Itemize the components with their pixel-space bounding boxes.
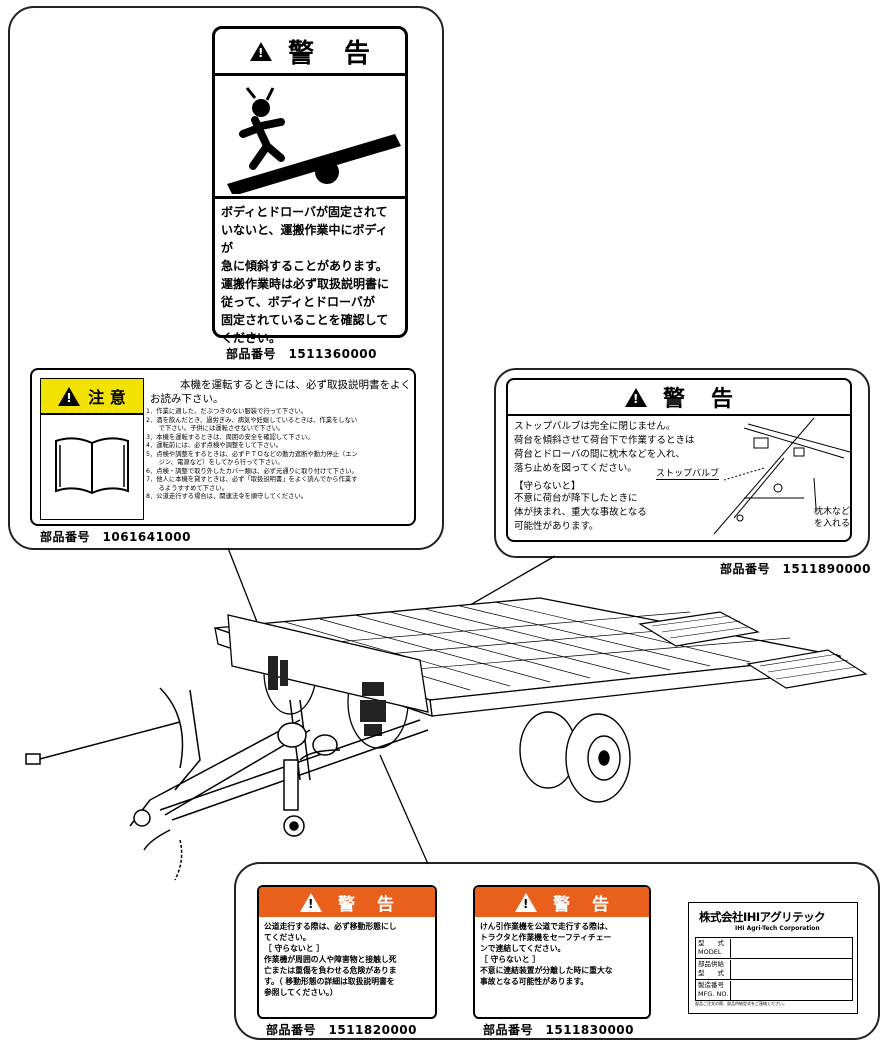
warning-header-left: 警: [662, 387, 685, 412]
safety-chain-body-text: けん引作業機を公道で走行する際は、 トラクタと作業機をセーフティチェー ンで連結…: [480, 922, 613, 986]
warning-header: 警 告: [259, 887, 435, 917]
caution-items-list: 1．作業に適した、だぶつきのない服装で行って下さい。 2．酒を飲んだとき、過労ぎ…: [146, 408, 414, 502]
caution-item: 5．点検や調整をするときは、必ずＰＴＯなどの動力遮断や動力停止（エン ジン、電源…: [146, 450, 358, 467]
caution-consequence-text: 不意に荷台が降下したときに 体が挟まれ、重大な事故となる 可能性があります。: [514, 493, 647, 532]
caution-header-text: 注 意: [88, 388, 126, 407]
nameplate-row-serial: 製造番号 MFG. NO.: [696, 980, 852, 1000]
caution-header: 注 意: [40, 378, 144, 414]
warning-header-left: 警: [338, 894, 355, 915]
warning-header: 警 告: [475, 887, 649, 917]
caution-label-read-manual: 注 意 本機を運転するときには、必ず取扱説明書をよく お読み下さい。 1．作業に…: [30, 368, 416, 526]
road-travel-body-text: 公道走行する際は、必ず移動形態にし てください。 ［ 守らないと ］ 作業機が周…: [264, 922, 397, 997]
caution-item: 6．点検・調整で取り外したカバー類は、必ず元通りに取り付けて下さい。: [146, 467, 358, 475]
caution-subtitle: 【守らないと】: [514, 481, 581, 492]
stop-valve-callout-label: ストップバルブ: [656, 466, 720, 480]
nameplate-row-label: 型 式 MODEL: [698, 939, 731, 958]
warning-label-body-tilt: 警 告 ボディとドローバが固定されて いないと、運搬作業中にボディが 急に傾斜す…: [212, 26, 408, 345]
stop-valve-diagram: [713, 418, 850, 535]
seesaw-fall-pictogram: [215, 76, 405, 199]
warning-label-stop-valve: 警 告 ストップバルブは完全に閉じません。 荷台を傾斜させて荷台下で作業するとき…: [506, 378, 852, 542]
warning-triangle-icon: [515, 892, 537, 912]
block-callout-label: 枕木など を入れる: [814, 507, 851, 529]
nameplate-footnote: 部品ご注文の際、部品供給型式をご連絡ください。: [695, 1001, 787, 1006]
part-number-1: 部品番号 1511360000: [226, 347, 377, 361]
caution-triangle-icon: [58, 386, 81, 406]
warning-label-road-travel: 警 告 公道走行する際は、必ず移動形態にし てください。 ［ 守らないと ］ 作…: [257, 885, 437, 1019]
warning-header-right: 告: [711, 387, 734, 412]
warning-header-left: 警: [553, 894, 570, 915]
stop-valve-body-text: ストップバルブは完全に閉じません。 荷台を傾斜させて荷台下で作業するときは 荷台…: [514, 421, 695, 474]
warning-triangle-icon: [624, 387, 647, 407]
part-number-4: 部品番号 1511820000: [266, 1023, 417, 1037]
manual-book-pictogram: [40, 414, 144, 520]
caution-intro-text: 本機を運転するときには、必ず取扱説明書をよく お読み下さい。: [150, 379, 411, 405]
part-number-5: 部品番号 1511830000: [483, 1023, 634, 1037]
warning-header-left: 警: [287, 38, 314, 69]
nameplate-row-parts: 部品供給 型 式: [696, 959, 852, 980]
warning-header: 警 告: [215, 29, 405, 76]
company-name: 株式会社IHIアグリテック: [699, 910, 826, 924]
part-number-3: 部品番号 1511890000: [720, 562, 871, 576]
warning-header-right: 告: [344, 38, 371, 69]
warning-triangle-icon: [249, 41, 272, 61]
part-number-2: 部品番号 1061641000: [40, 530, 191, 544]
warning-header-right: 告: [592, 894, 609, 915]
caution-item: 2．酒を飲んだとき、過労ぎみ、病気や妊娠しているときは、作業をしない で下さい。…: [146, 416, 358, 433]
nameplate-grid: 型 式 MODEL 部品供給 型 式 製造番号 MFG. NO.: [695, 937, 853, 1001]
caution-item: 4．運転前には、必ず点検や調整をして下さい。: [146, 442, 283, 449]
manufacturer-nameplate: 株式会社IHIアグリテック IHI Agri-Tech Corporation …: [688, 902, 858, 1014]
warning-triangle-icon: [300, 892, 322, 912]
warning-header: 警 告: [508, 380, 850, 416]
warning-header-right: 告: [377, 894, 394, 915]
warning-body-text: ボディとドローバが固定されて いないと、運搬作業中にボディが 急に傾斜することが…: [221, 205, 390, 345]
nameplate-row-label: 部品供給 型 式: [698, 960, 731, 979]
nameplate-row-model: 型 式 MODEL: [696, 938, 852, 959]
warning-label-safety-chain: 警 告 けん引作業機を公道で走行する際は、 トラクタと作業機をセーフティチェー …: [473, 885, 651, 1019]
caution-item: 3．本機を運転するときは、周囲の安全を確認して下さい。: [146, 433, 314, 441]
nameplate-row-label: 製造番号 MFG. NO.: [698, 981, 731, 1000]
company-name-en: IHI Agri-Tech Corporation: [735, 925, 820, 932]
caution-item: 8．公道走行する場合は、関連法令を順守してください。: [146, 493, 308, 500]
caution-item: 7．他人に本機を貸すときは、必ず「取扱説明書」をよく読んでから作業す るようすす…: [146, 476, 358, 492]
caution-item: 1．作業に適した、だぶつきのない服装で行って下さい。: [146, 408, 308, 415]
